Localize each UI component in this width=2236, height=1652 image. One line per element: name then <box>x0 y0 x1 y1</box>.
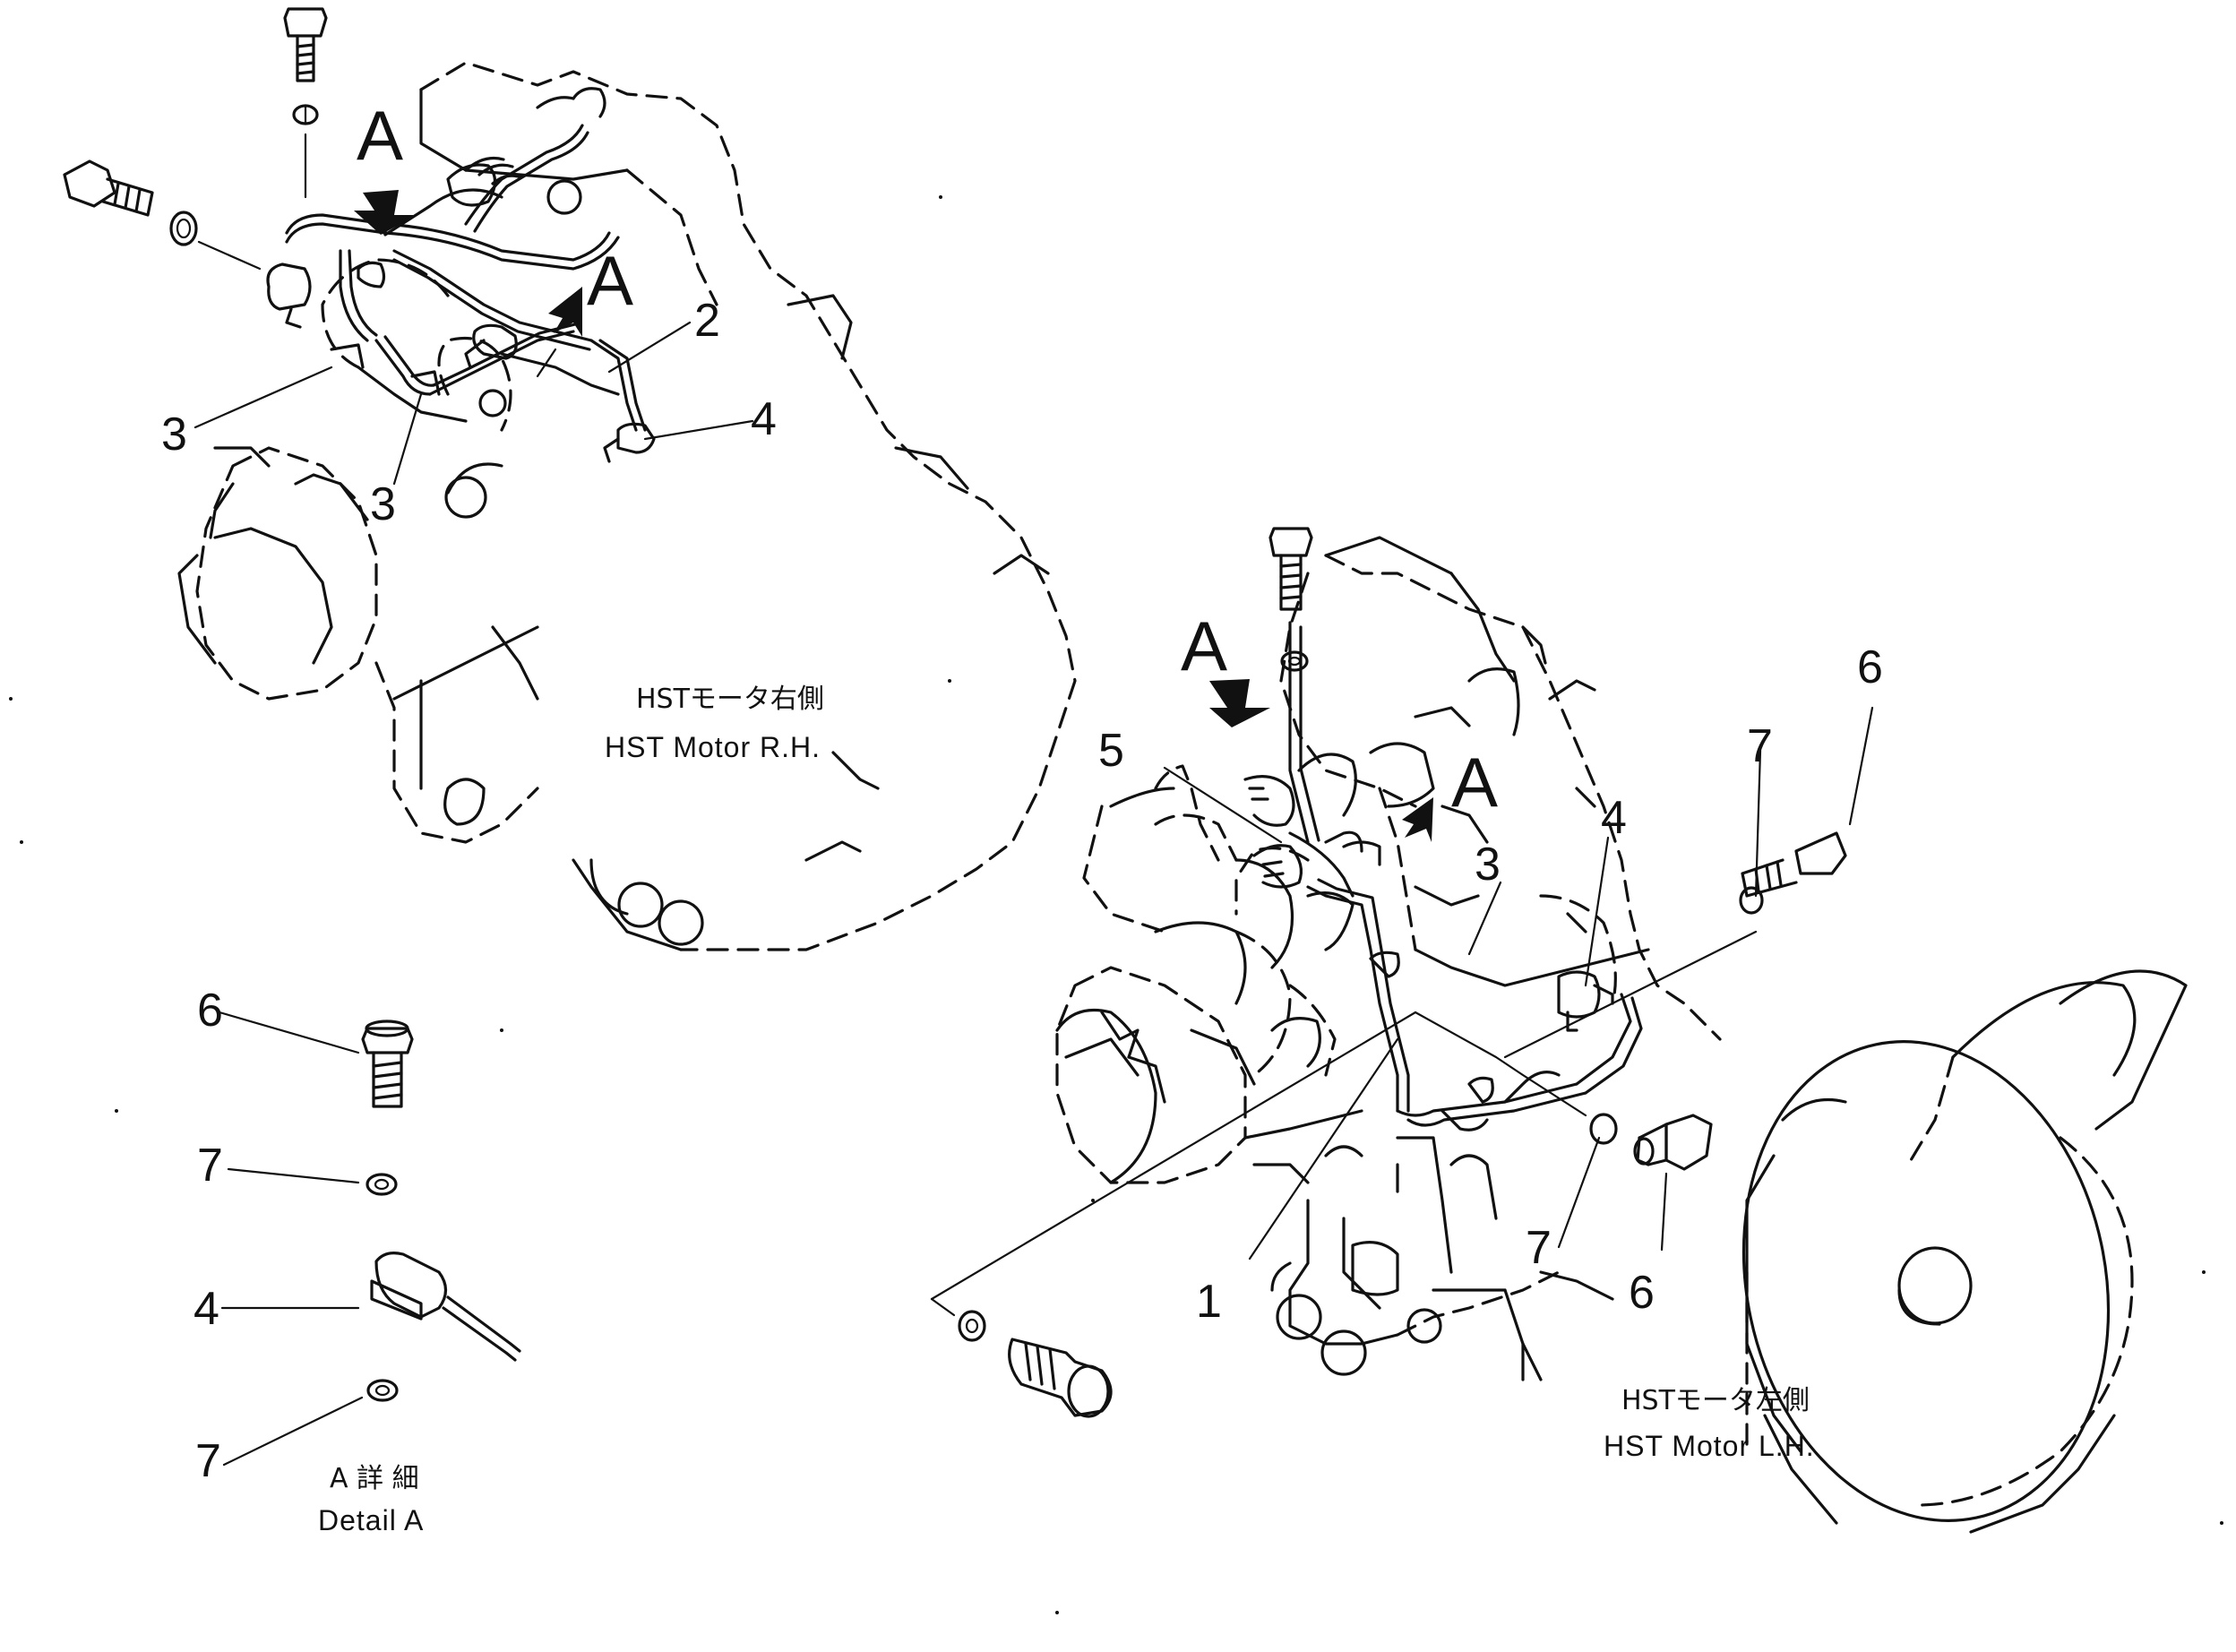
view-markers: A A A A <box>357 96 1498 822</box>
leader-lines <box>194 321 1874 1467</box>
callout-1: 1 <box>1196 1276 1222 1328</box>
callout-3: 3 <box>1475 839 1501 891</box>
callout-4: 4 <box>751 393 777 445</box>
left-motor-caption-ja: HSTモータ左側 <box>1621 1385 1810 1416</box>
detail-caption-en: Detail A <box>318 1504 424 1536</box>
detail-a-drawing <box>361 1020 521 1402</box>
callout-7: 7 <box>195 1435 221 1487</box>
callout-7: 7 <box>1526 1222 1552 1274</box>
scan-specks <box>9 195 2223 1614</box>
view-marker-a: A <box>1451 743 1498 822</box>
callout-6: 6 <box>1629 1267 1655 1319</box>
view-marker-a: A <box>357 96 403 175</box>
right-motor-caption-ja: HSTモータ右側 <box>636 684 824 715</box>
callout-7: 7 <box>197 1140 223 1192</box>
hst-motor-rh-drawing <box>63 7 1077 951</box>
callout-6: 6 <box>1857 641 1883 693</box>
detail-caption-ja: A 詳 細 <box>330 1463 419 1494</box>
callout-3: 3 <box>161 409 187 460</box>
callout-numbers: 3 3 2 4 5 3 4 7 6 1 7 6 6 7 4 7 <box>161 295 1883 1487</box>
callout-4: 4 <box>194 1283 219 1335</box>
right-motor-caption-en: HST Motor R.H. <box>605 731 821 763</box>
view-marker-a: A <box>1181 607 1227 685</box>
view-marker-a: A <box>587 241 633 320</box>
callout-3: 3 <box>370 478 396 530</box>
callout-2: 2 <box>694 295 720 347</box>
callout-7: 7 <box>1747 720 1773 772</box>
callout-5: 5 <box>1098 725 1124 777</box>
hst-motor-lh-drawing <box>930 527 2188 1534</box>
callout-4: 4 <box>1601 792 1627 844</box>
left-motor-caption-en: HST Motor L.H. <box>1604 1430 1815 1462</box>
captions: HSTモータ右側 HST Motor R.H. HSTモータ左側 HST Mot… <box>318 684 1815 1536</box>
callout-6: 6 <box>197 985 223 1037</box>
